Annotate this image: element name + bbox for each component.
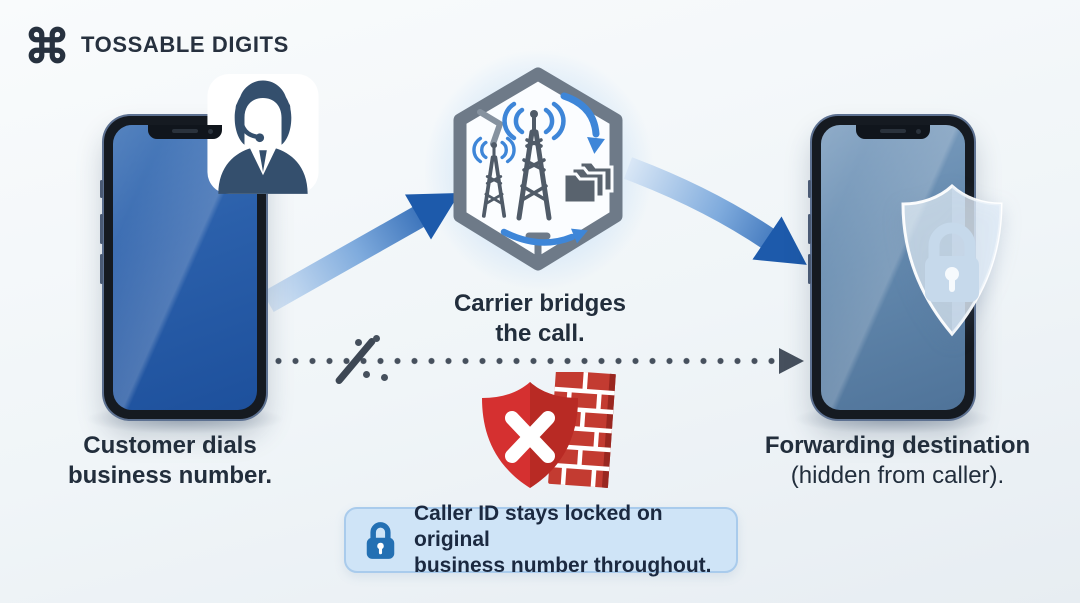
command-icon (28, 26, 66, 64)
phone-notch (148, 125, 222, 139)
banner-line: business number throughout. (414, 554, 712, 577)
cell-tower-icon (472, 136, 516, 218)
phone-speaker (880, 129, 906, 133)
banner-line: Caller ID stays locked on original (414, 502, 663, 551)
banner-text: Caller ID stays locked on original busin… (414, 501, 736, 579)
phone-button (808, 180, 811, 198)
folders-icon (562, 160, 614, 205)
right-phone-screen (821, 125, 965, 410)
caller-id-banner: Caller ID stays locked on original busin… (344, 502, 738, 577)
padlock-icon (925, 222, 979, 302)
stray-dot (363, 371, 370, 378)
stray-dot (373, 335, 380, 342)
right-phone-caption: Forwarding destination (hidden from call… (745, 431, 1050, 491)
brand-logo: TOSSABLE DIGITS (26, 24, 289, 66)
flow-arrow-right (623, 157, 807, 265)
lock-icon (366, 521, 395, 559)
caption-line: the call. (495, 320, 585, 347)
caption-line: Forwarding destination (764, 432, 1031, 459)
firewall-shield-icon (482, 372, 616, 488)
phone-button (808, 214, 811, 244)
phone-button (808, 254, 811, 284)
phone-button (100, 214, 103, 244)
caption-line: business number. (67, 462, 273, 489)
caption-line: (hidden from caller). (790, 462, 1005, 489)
phone-button (100, 180, 103, 198)
phone-notch (856, 125, 930, 139)
left-phone-caption: Customer dials business number. (55, 431, 285, 491)
caption-line: Carrier bridges (453, 290, 627, 317)
carrier-hexagon-icon (453, 67, 623, 271)
stray-dot (355, 339, 362, 346)
dotted-line-arrowhead-icon (779, 348, 804, 374)
signal-arcs (472, 136, 516, 164)
phone-button (100, 254, 103, 284)
signal-arcs (502, 101, 566, 141)
carrier-caption: Carrier bridges the call. (415, 289, 665, 349)
phone-camera (208, 129, 213, 134)
privacy-shield-icon (901, 183, 1003, 337)
right-phone (808, 116, 974, 419)
blocked-dotted-line (270, 356, 780, 366)
x-mark-icon (505, 411, 555, 463)
phone-speaker (172, 129, 198, 133)
brand-name: TOSSABLE DIGITS (81, 32, 289, 57)
phone-camera (916, 129, 921, 134)
curved-arrow-icon (500, 92, 605, 246)
support-agent-icon (207, 74, 319, 194)
left-phone (100, 116, 266, 419)
cube-edge-mark (477, 109, 503, 147)
caption-line: Customer dials (83, 432, 257, 459)
stray-dot (381, 374, 388, 381)
flow-arrow-left (262, 193, 460, 313)
cell-tower-icon (502, 101, 566, 221)
